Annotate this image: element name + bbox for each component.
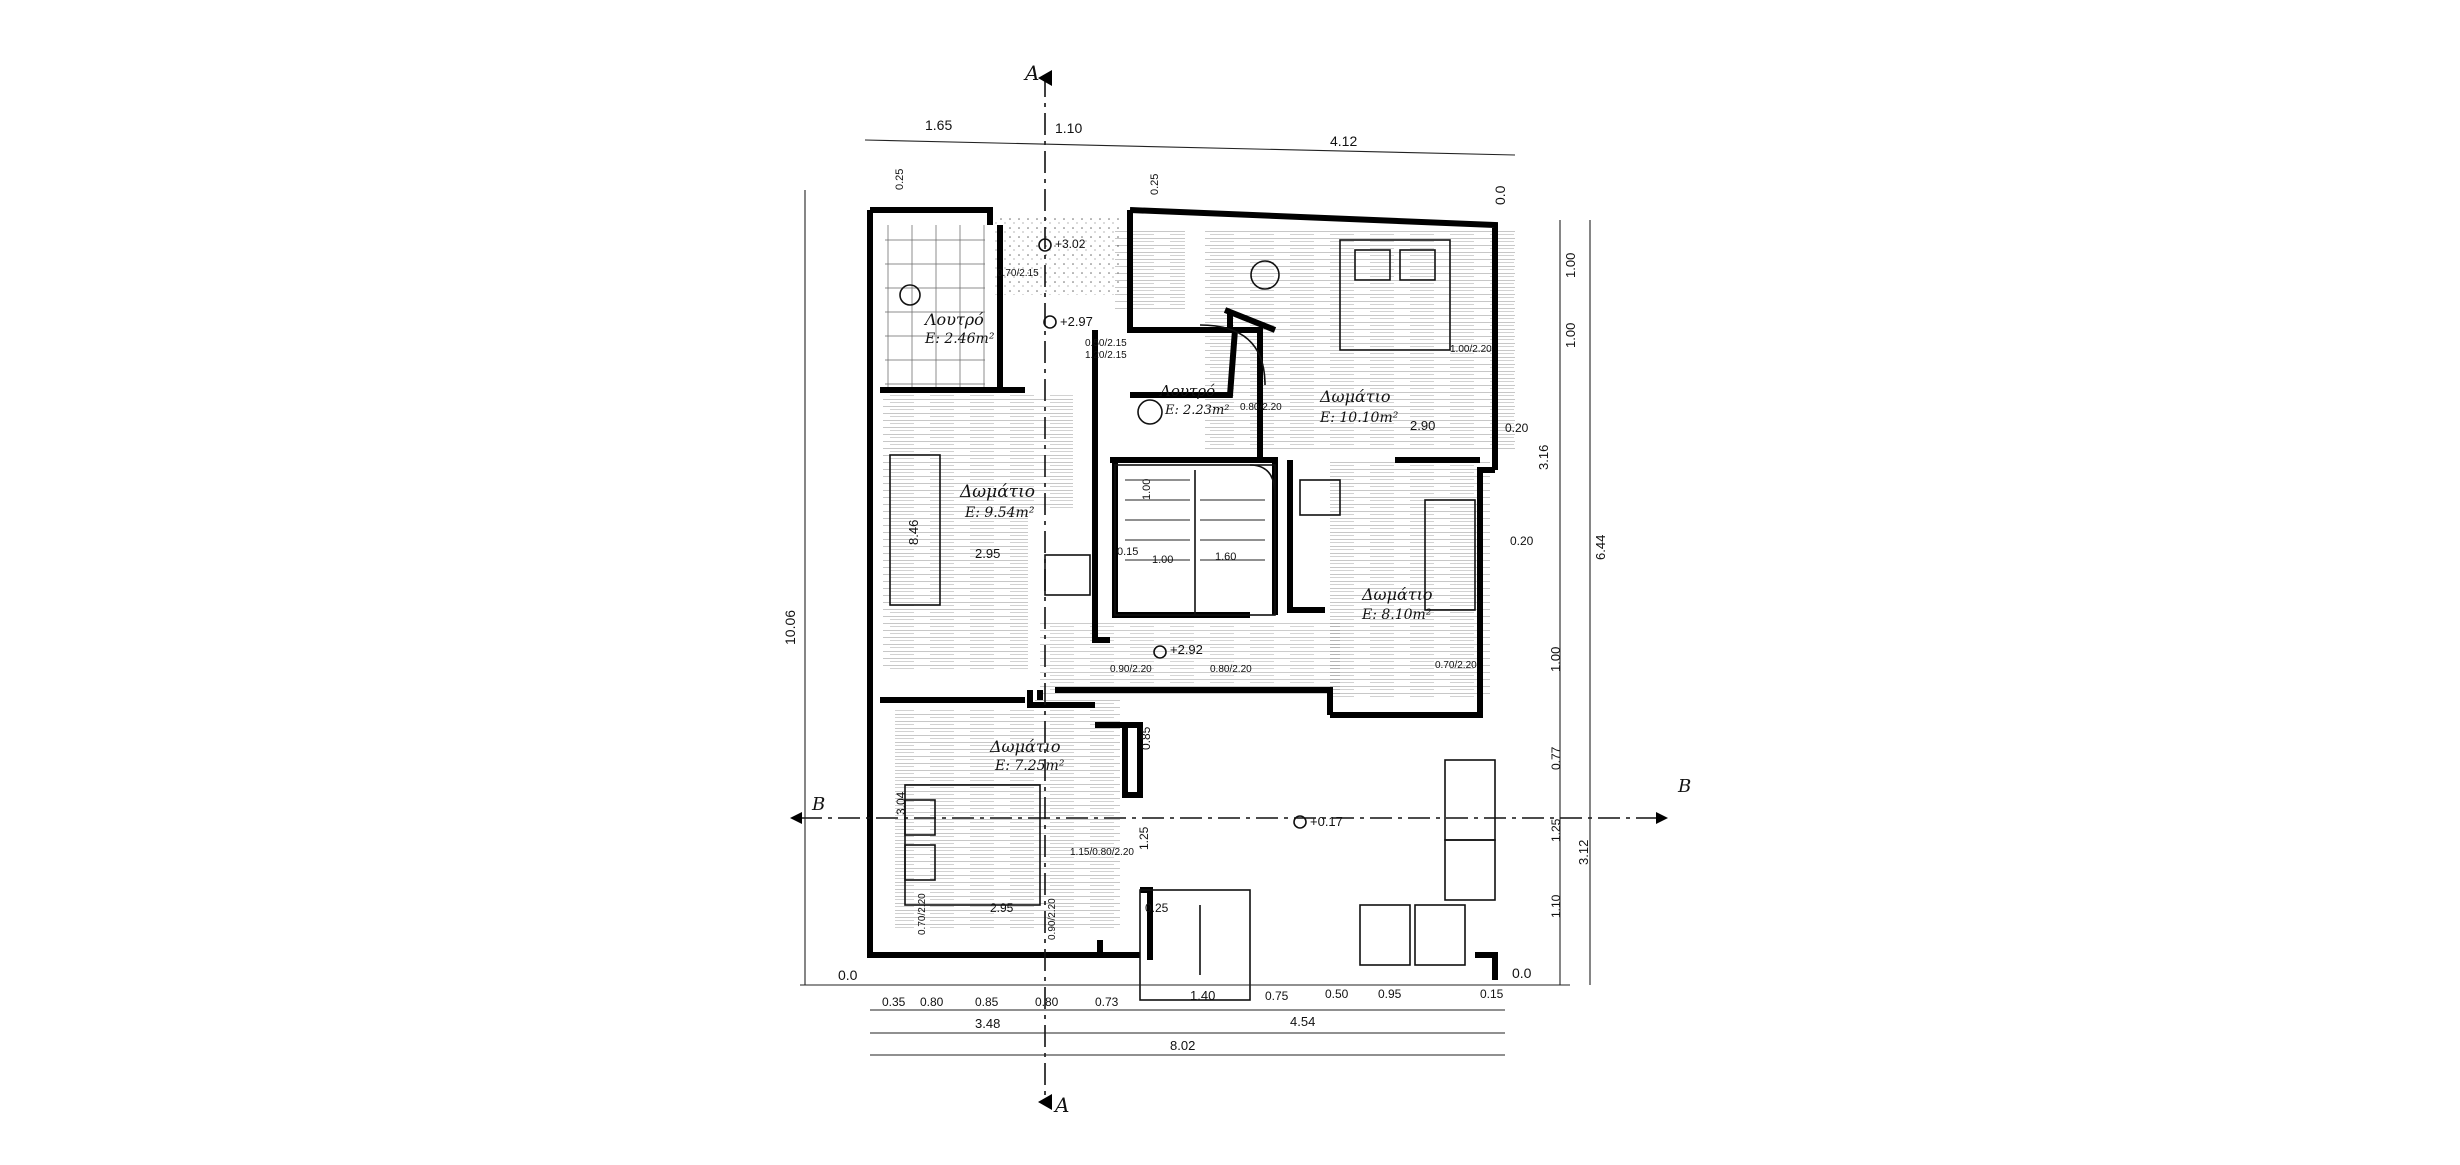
dim-label: 0.85 — [975, 995, 999, 1009]
section-lines — [790, 70, 1668, 1110]
room-area: E: 2.23m² — [1164, 403, 1230, 418]
room-name: Δωμάτιο — [959, 482, 1035, 502]
level-top-right: 0.0 — [1492, 185, 1508, 205]
level-ground-left: 0.0 — [838, 967, 858, 983]
dim-label: 1.25 — [1549, 818, 1563, 842]
bottom-dimensions: 0.35 0.80 0.85 0.80 0.73 1.40 0.75 0.50 … — [882, 987, 1504, 1053]
right-dimensions: 1.00 1.00 3.16 0.20 6.44 1.00 0.77 1.25 … — [1505, 253, 1608, 918]
single-bed — [889, 454, 941, 606]
dim-label: 1.00 — [1548, 647, 1563, 672]
room-area: E: 7.25m² — [994, 758, 1065, 774]
dim-label: 8.02 — [1170, 1038, 1195, 1053]
opening-label: 0.50/2.15 — [1085, 338, 1127, 349]
dim-label: 3.12 — [1576, 840, 1591, 865]
dim-label: 0.80 — [1035, 995, 1059, 1009]
room-area: E: 10.10m² — [1319, 410, 1399, 426]
room-area: E: 2.46m² — [924, 331, 995, 347]
dim-label: 1.65 — [925, 117, 952, 133]
room-name: Λουτρό — [1158, 382, 1215, 400]
opening-label: 1.20/2.15 — [1085, 350, 1127, 361]
section-mark-b-left: B — [811, 794, 825, 815]
section-mark-a-bottom: A — [1053, 1093, 1069, 1117]
dim-label: 6.44 — [1593, 535, 1608, 560]
dim-label: 4.54 — [1290, 1014, 1315, 1029]
dim-label: 10.06 — [782, 610, 798, 645]
elevation-label: +3.02 — [1055, 237, 1086, 251]
dim-label: 4.12 — [1330, 133, 1357, 149]
dim-label: 1.10 — [1549, 894, 1563, 918]
double-bed-1 — [1339, 239, 1451, 351]
level-ground-right: 0.0 — [1512, 965, 1532, 981]
dim-label: 0.77 — [1549, 746, 1563, 770]
opening-label: 0.90/2.20 — [1110, 664, 1152, 675]
opening-label: 0.90/2.20 — [1047, 898, 1058, 940]
section-mark-a-top: A — [1023, 61, 1039, 85]
dim-label: 0.95 — [1378, 987, 1402, 1001]
opening-label: 1.00/2.20 — [1450, 344, 1492, 355]
dim-label: 0.75 — [1265, 989, 1289, 1003]
dim-label: 3.04 — [894, 791, 908, 815]
elevation-marks: +2.97 +3.02 +2.92 +0.17 — [1038, 237, 1343, 829]
level-marks: 0.0 0.0 0.0 — [838, 185, 1532, 983]
dim-label: 3.16 — [1536, 445, 1551, 470]
dim-label: 1.00 — [1141, 479, 1153, 500]
room-area: E: 9.54m² — [964, 505, 1035, 521]
room-labels: Λουτρό E: 2.46m² Λουτρό E: 2.23m² Δωμάτι… — [923, 310, 1433, 774]
dim-label: 0.35 — [882, 995, 906, 1009]
dimension-lines — [800, 139, 1591, 1056]
dim-label: 1.40 — [1190, 988, 1215, 1003]
room-name: Λουτρό — [923, 310, 984, 329]
dim-label: 1.10 — [1055, 120, 1082, 136]
wc — [899, 284, 921, 306]
dim-label: 1.60 — [1215, 551, 1236, 563]
dim-label: 0.25 — [1145, 901, 1169, 915]
dim-label: 0.15 — [1117, 546, 1138, 558]
opening-label: 0.70/2.15 — [997, 268, 1039, 279]
left-dimensions: 10.06 8.46 3.04 — [782, 520, 921, 815]
wc-2 — [1137, 399, 1163, 425]
dim-label: 8.46 — [906, 520, 921, 545]
opening-label: 0.70/2.20 — [1435, 660, 1477, 671]
opening-label: 0.80/2.20 — [1240, 402, 1282, 413]
dim-label: 0.50 — [1325, 987, 1349, 1001]
elevation-label: +2.97 — [1060, 314, 1093, 329]
top-dimensions: 1.65 1.10 4.12 — [925, 117, 1357, 149]
furniture — [889, 239, 1476, 906]
dim-label: 0.25 — [894, 169, 906, 190]
dim-label: 1.25 — [1137, 826, 1151, 850]
staircase — [1114, 464, 1276, 616]
dim-label: 1.00 — [1563, 323, 1578, 348]
room-name: Δωμάτιο — [989, 737, 1061, 756]
dim-label: 0.20 — [1505, 421, 1529, 435]
room-name: Δωμάτιο — [1361, 585, 1433, 604]
section-marks: A A B B — [811, 61, 1691, 1117]
dim-label: 3.48 — [975, 1016, 1000, 1031]
dim-label: 0.15 — [1480, 987, 1504, 1001]
single-bed-2 — [1424, 499, 1476, 611]
opening-label: 0.80/2.20 — [1210, 664, 1252, 675]
dim-label: 0.25 — [1149, 174, 1161, 195]
opening-labels: 0.70/2.15 0.50/2.15 1.20/2.15 0.80/2.20 … — [917, 268, 1492, 940]
dim-label: 2.95 — [990, 901, 1014, 915]
dim-label: 1.00 — [1563, 253, 1578, 278]
dim-label: 2.95 — [975, 546, 1000, 561]
dim-label: 0.80 — [920, 995, 944, 1009]
room-area: E: 8.10m² — [1361, 607, 1432, 623]
dim-label: 0.85 — [1139, 726, 1153, 750]
opening-label: 1.15/0.80/2.20 — [1070, 847, 1134, 858]
room-name: Δωμάτιο — [1319, 387, 1391, 406]
dim-label: 0.73 — [1095, 995, 1119, 1009]
floor-hatching — [883, 215, 1515, 930]
opening-label: 0.70/2.20 — [917, 893, 928, 935]
courtyard-paving — [1139, 759, 1496, 1001]
elevation-label: +0.17 — [1310, 814, 1343, 829]
section-mark-b-right: B — [1677, 776, 1691, 797]
elevation-label: +2.92 — [1170, 642, 1203, 657]
dim-label: 1.00 — [1152, 554, 1173, 566]
dim-label: 0.20 — [1510, 534, 1534, 548]
misc-labels: 0.25 0.25 0.15 0.20 2.90 2.95 0.25 2.95 … — [894, 169, 1534, 915]
dim-label: 2.90 — [1410, 418, 1435, 433]
